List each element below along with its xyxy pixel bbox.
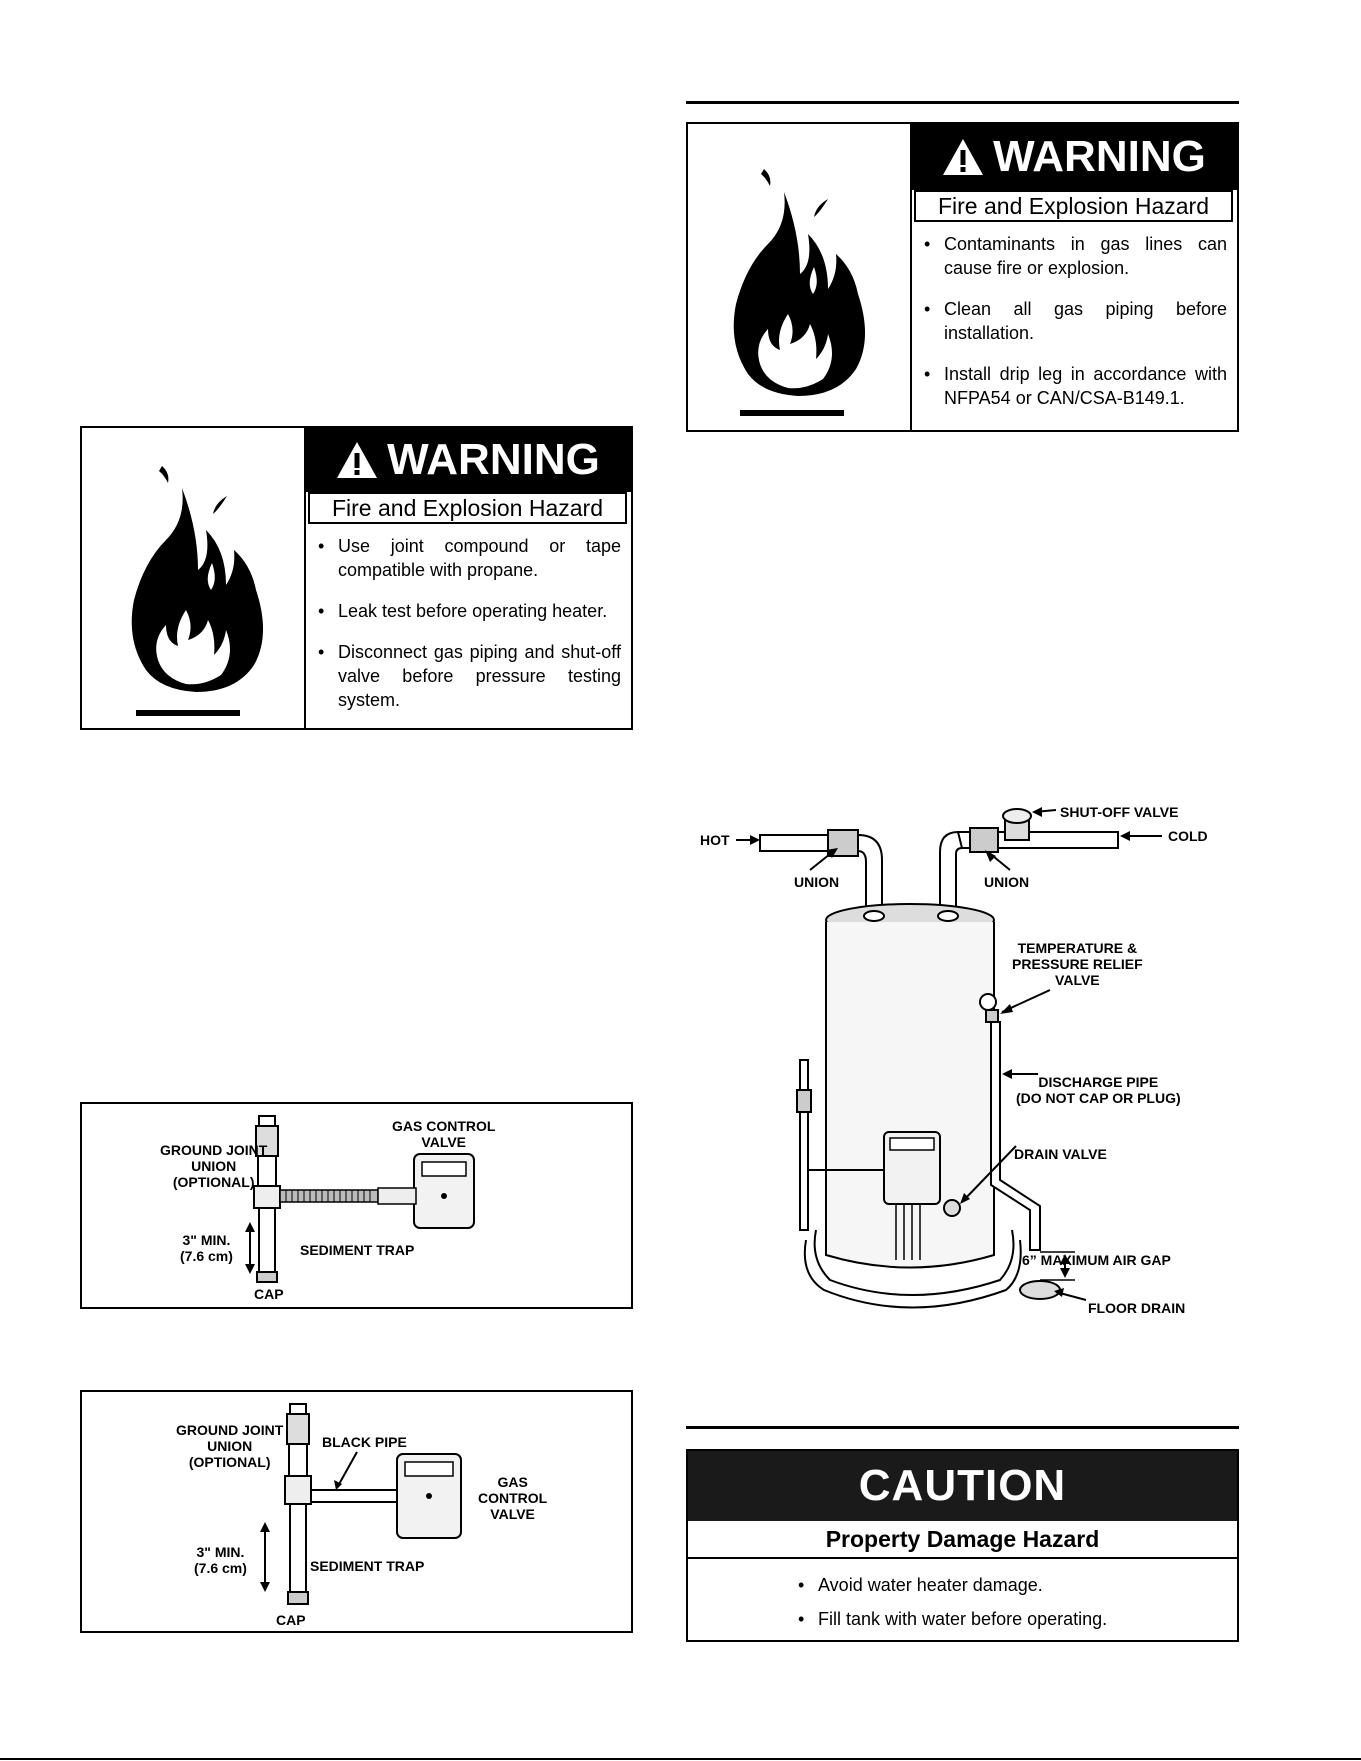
caution-bullet: Fill tank with water before operating.: [790, 1607, 1217, 1631]
union-left-label: UNION: [794, 874, 840, 890]
gas-control-valve-label: GAS CONTROL VALVE: [478, 1474, 548, 1522]
hazard-title: Fire and Explosion Hazard: [914, 190, 1233, 222]
flame-panel: [82, 428, 306, 728]
figure-flex-connector: GROUND JOINT UNION (OPTIONAL) GAS CONTRO…: [80, 1102, 633, 1309]
hazard-title: Fire and Explosion Hazard: [308, 492, 627, 524]
tp-valve-label: TEMPERATURE & PRESSURE RELIEF VALVE: [1012, 940, 1143, 988]
warning-bullet: Leak test before operating heater.: [310, 599, 621, 623]
gas-control-valve-label: GAS CONTROL VALVE: [392, 1118, 496, 1150]
warning-bullets: Use joint compound or tape compatible wi…: [304, 524, 631, 712]
air-gap-label: 6” MAXIMUM AIR GAP: [1022, 1252, 1171, 1268]
cap-label: CAP: [254, 1286, 284, 1302]
sediment-trap-label: SEDIMENT TRAP: [310, 1558, 425, 1574]
black-pipe-label: BLACK PIPE: [322, 1434, 407, 1450]
discharge-pipe-label: DISCHARGE PIPE (DO NOT CAP OR PLUG): [1016, 1074, 1181, 1106]
water-heater-diagram: HOT UNION UNION SHUT-OFF VALVE COLD TEMP…: [700, 790, 1240, 1330]
warning-bullets: Contaminants in gas lines can cause fire…: [910, 222, 1237, 410]
cap-label: CAP: [276, 1612, 306, 1628]
union-right-label: UNION: [984, 874, 1030, 890]
caution-hazard-title: Property Damage Hazard: [688, 1521, 1237, 1559]
min-dimension-label: 3" MIN. (7.6 cm): [180, 1232, 233, 1264]
cold-label: COLD: [1168, 828, 1208, 844]
warning-bullet: Clean all gas piping before installation…: [916, 297, 1227, 345]
warning-box-propane: WARNING Fire and Explosion Hazard Use jo…: [80, 426, 633, 730]
figure-black-pipe: GROUND JOINT UNION (OPTIONAL) BLACK PIPE…: [80, 1390, 633, 1633]
bottom-rule: [0, 1758, 1361, 1760]
floor-drain-label: FLOOR DRAIN: [1088, 1300, 1186, 1316]
warning-header-text: WARNING: [387, 435, 600, 484]
warning-text-panel: WARNING Fire and Explosion Hazard Contam…: [910, 124, 1237, 430]
warning-bullet: Use joint compound or tape compatible wi…: [310, 534, 621, 582]
flame-icon: [131, 466, 264, 716]
black-pipe-drawing: [260, 1403, 462, 1605]
warning-header-text: WARNING: [993, 132, 1206, 181]
shutoff-valve-label: SHUT-OFF VALVE: [1060, 804, 1179, 820]
warning-text-panel: WARNING Fire and Explosion Hazard Use jo…: [304, 428, 631, 728]
flame-panel: [688, 124, 912, 430]
sediment-trap-label: SEDIMENT TRAP: [300, 1242, 415, 1258]
warning-bullet: Disconnect gas piping and shut-off valve…: [310, 640, 621, 712]
ground-joint-union-label: GROUND JOINT UNION (OPTIONAL): [176, 1422, 284, 1470]
warning-bullet: Install drip leg in accordance with NFPA…: [916, 362, 1227, 410]
warning-bullet: Contaminants in gas lines can cause fire…: [916, 232, 1227, 280]
min-dimension-label: 3" MIN. (7.6 cm): [194, 1544, 247, 1576]
drain-valve-label: DRAIN VALVE: [1014, 1146, 1107, 1162]
warning-header: WARNING: [910, 124, 1237, 190]
ground-joint-union-label: GROUND JOINT UNION (OPTIONAL): [160, 1142, 268, 1190]
warning-box-gas-contaminants: WARNING Fire and Explosion Hazard Contam…: [686, 122, 1239, 432]
caution-rule: [686, 1426, 1239, 1429]
water-heater-drawing: [736, 807, 1162, 1309]
hot-label: HOT: [700, 832, 730, 848]
caution-bullets: Avoid water heater damage. Fill tank wit…: [688, 1559, 1237, 1631]
caution-header: CAUTION: [688, 1451, 1237, 1521]
warning-triangle-icon: [943, 139, 984, 175]
top-rule: [686, 101, 1239, 104]
warning-triangle-icon: [337, 442, 378, 478]
flame-icon: [733, 169, 866, 416]
warning-header: WARNING: [304, 428, 631, 492]
caution-bullet: Avoid water heater damage.: [790, 1573, 1217, 1597]
flex-connector-drawing: [245, 1115, 475, 1283]
caution-box: CAUTION Property Damage Hazard Avoid wat…: [686, 1449, 1239, 1642]
